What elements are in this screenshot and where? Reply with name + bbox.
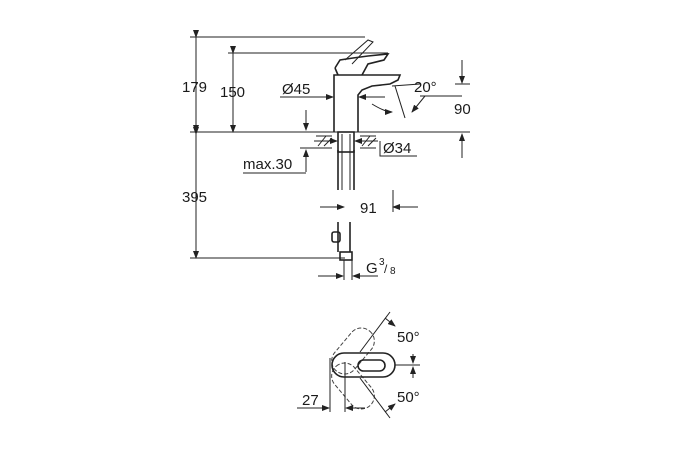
thread-slash: /: [384, 262, 388, 276]
spout-angle-label: 20°: [414, 79, 437, 96]
faucet-side-view: [316, 39, 402, 280]
height-spout-label: 150: [220, 84, 245, 101]
thread-label: G: [366, 260, 378, 277]
angle-down-label: 50°: [397, 389, 420, 406]
thread-numerator: 3: [379, 257, 385, 268]
offset-label: 27: [302, 392, 319, 409]
dimension-max-30: max.30: [243, 110, 316, 174]
body-diameter-label: Ø45: [282, 81, 310, 98]
dimension-395: 395: [182, 127, 207, 259]
reference-lines: [190, 36, 470, 259]
angle-up-label: 50°: [397, 329, 420, 346]
hose-length-label: 395: [182, 189, 207, 206]
thread-denominator: 8: [390, 266, 396, 277]
dimension-diameter-34: Ø34: [314, 138, 417, 157]
dimension-179: 179: [182, 30, 207, 133]
dimension-thread: G 3 / 8: [318, 257, 396, 279]
projection-label: 91: [360, 200, 377, 217]
dimension-150: 150: [220, 46, 245, 133]
dimension-spout-angle: 20° 90: [371, 60, 471, 158]
hole-diameter-label: Ø34: [383, 140, 411, 157]
spout-reach-label: 90: [454, 101, 471, 118]
height-total-label: 179: [182, 79, 207, 96]
faucet-top-view: 50° 50° 27: [297, 311, 420, 419]
dimension-diameter-45: Ø45: [280, 81, 385, 100]
max-deck-label: max.30: [243, 156, 292, 173]
dimension-91: 91: [320, 190, 418, 217]
